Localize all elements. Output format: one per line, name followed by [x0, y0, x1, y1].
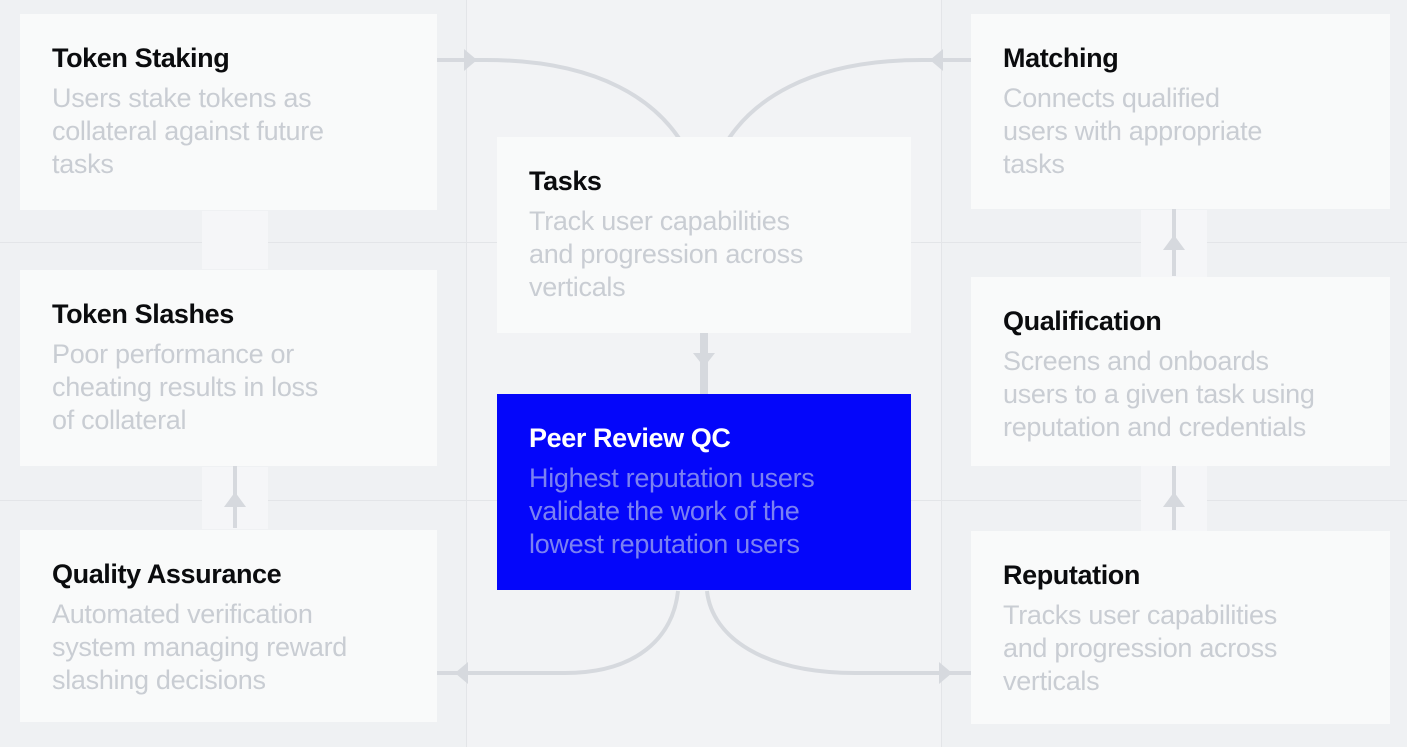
arrowhead-up-icon: [1163, 235, 1185, 250]
card-token-slashes[interactable]: Token Slashes Poor performance or cheati…: [20, 270, 437, 466]
card-reputation[interactable]: Reputation Tracks user capabilities and …: [971, 531, 1390, 724]
card-qualification[interactable]: Qualification Screens and onboards users…: [971, 277, 1390, 466]
edge-peer-review-qc-to-quality-assurance: [437, 590, 680, 675]
card-description: Tracks user capabilities and progression…: [1003, 600, 1278, 696]
grid-line-vertical-left: [466, 0, 467, 747]
card-description: Screens and onboards users to a given ta…: [1003, 346, 1315, 442]
card-description: Users stake tokens as collateral against…: [52, 83, 324, 179]
edge-peer-review-qc-to-reputation: [705, 590, 971, 675]
card-description: Track user capabilities and progression …: [529, 206, 804, 302]
card-description: Highest reputation users validate the wo…: [529, 463, 815, 559]
card-description: Automated verification system managing r…: [52, 599, 348, 695]
arrowhead-down-icon: [693, 353, 715, 367]
card-description: Connects qualified users with appropriat…: [1003, 83, 1263, 179]
card-title: Matching: [1003, 43, 1119, 73]
card-title: Token Staking: [52, 43, 230, 73]
arrowhead-left-icon: [455, 662, 468, 684]
arrowhead-right-icon: [464, 49, 477, 71]
card-token-staking[interactable]: Token Staking Users stake tokens as coll…: [20, 14, 437, 210]
arrowhead-up-icon: [1163, 492, 1185, 507]
card-tasks[interactable]: Tasks Track user capabilities and progre…: [497, 137, 911, 333]
card-title: Token Slashes: [52, 299, 234, 329]
card-title: Qualification: [1003, 306, 1162, 336]
card-peer-review-qc[interactable]: Peer Review QC Highest reputation users …: [497, 394, 911, 590]
grid-line-vertical-right: [941, 0, 942, 747]
arrowhead-right-icon: [939, 662, 952, 684]
card-title: Tasks: [529, 166, 602, 196]
card-title: Peer Review QC: [529, 423, 731, 453]
card-description: Poor performance or cheating results in …: [52, 339, 318, 435]
card-quality-assurance[interactable]: Quality Assurance Automated verification…: [20, 530, 437, 722]
connector-mask: [202, 211, 268, 269]
card-title: Quality Assurance: [52, 559, 282, 589]
card-title: Reputation: [1003, 560, 1140, 590]
arrowhead-up-icon: [224, 492, 246, 507]
arrowhead-left-icon: [930, 49, 943, 71]
card-matching[interactable]: Matching Connects qualified users with a…: [971, 14, 1390, 209]
